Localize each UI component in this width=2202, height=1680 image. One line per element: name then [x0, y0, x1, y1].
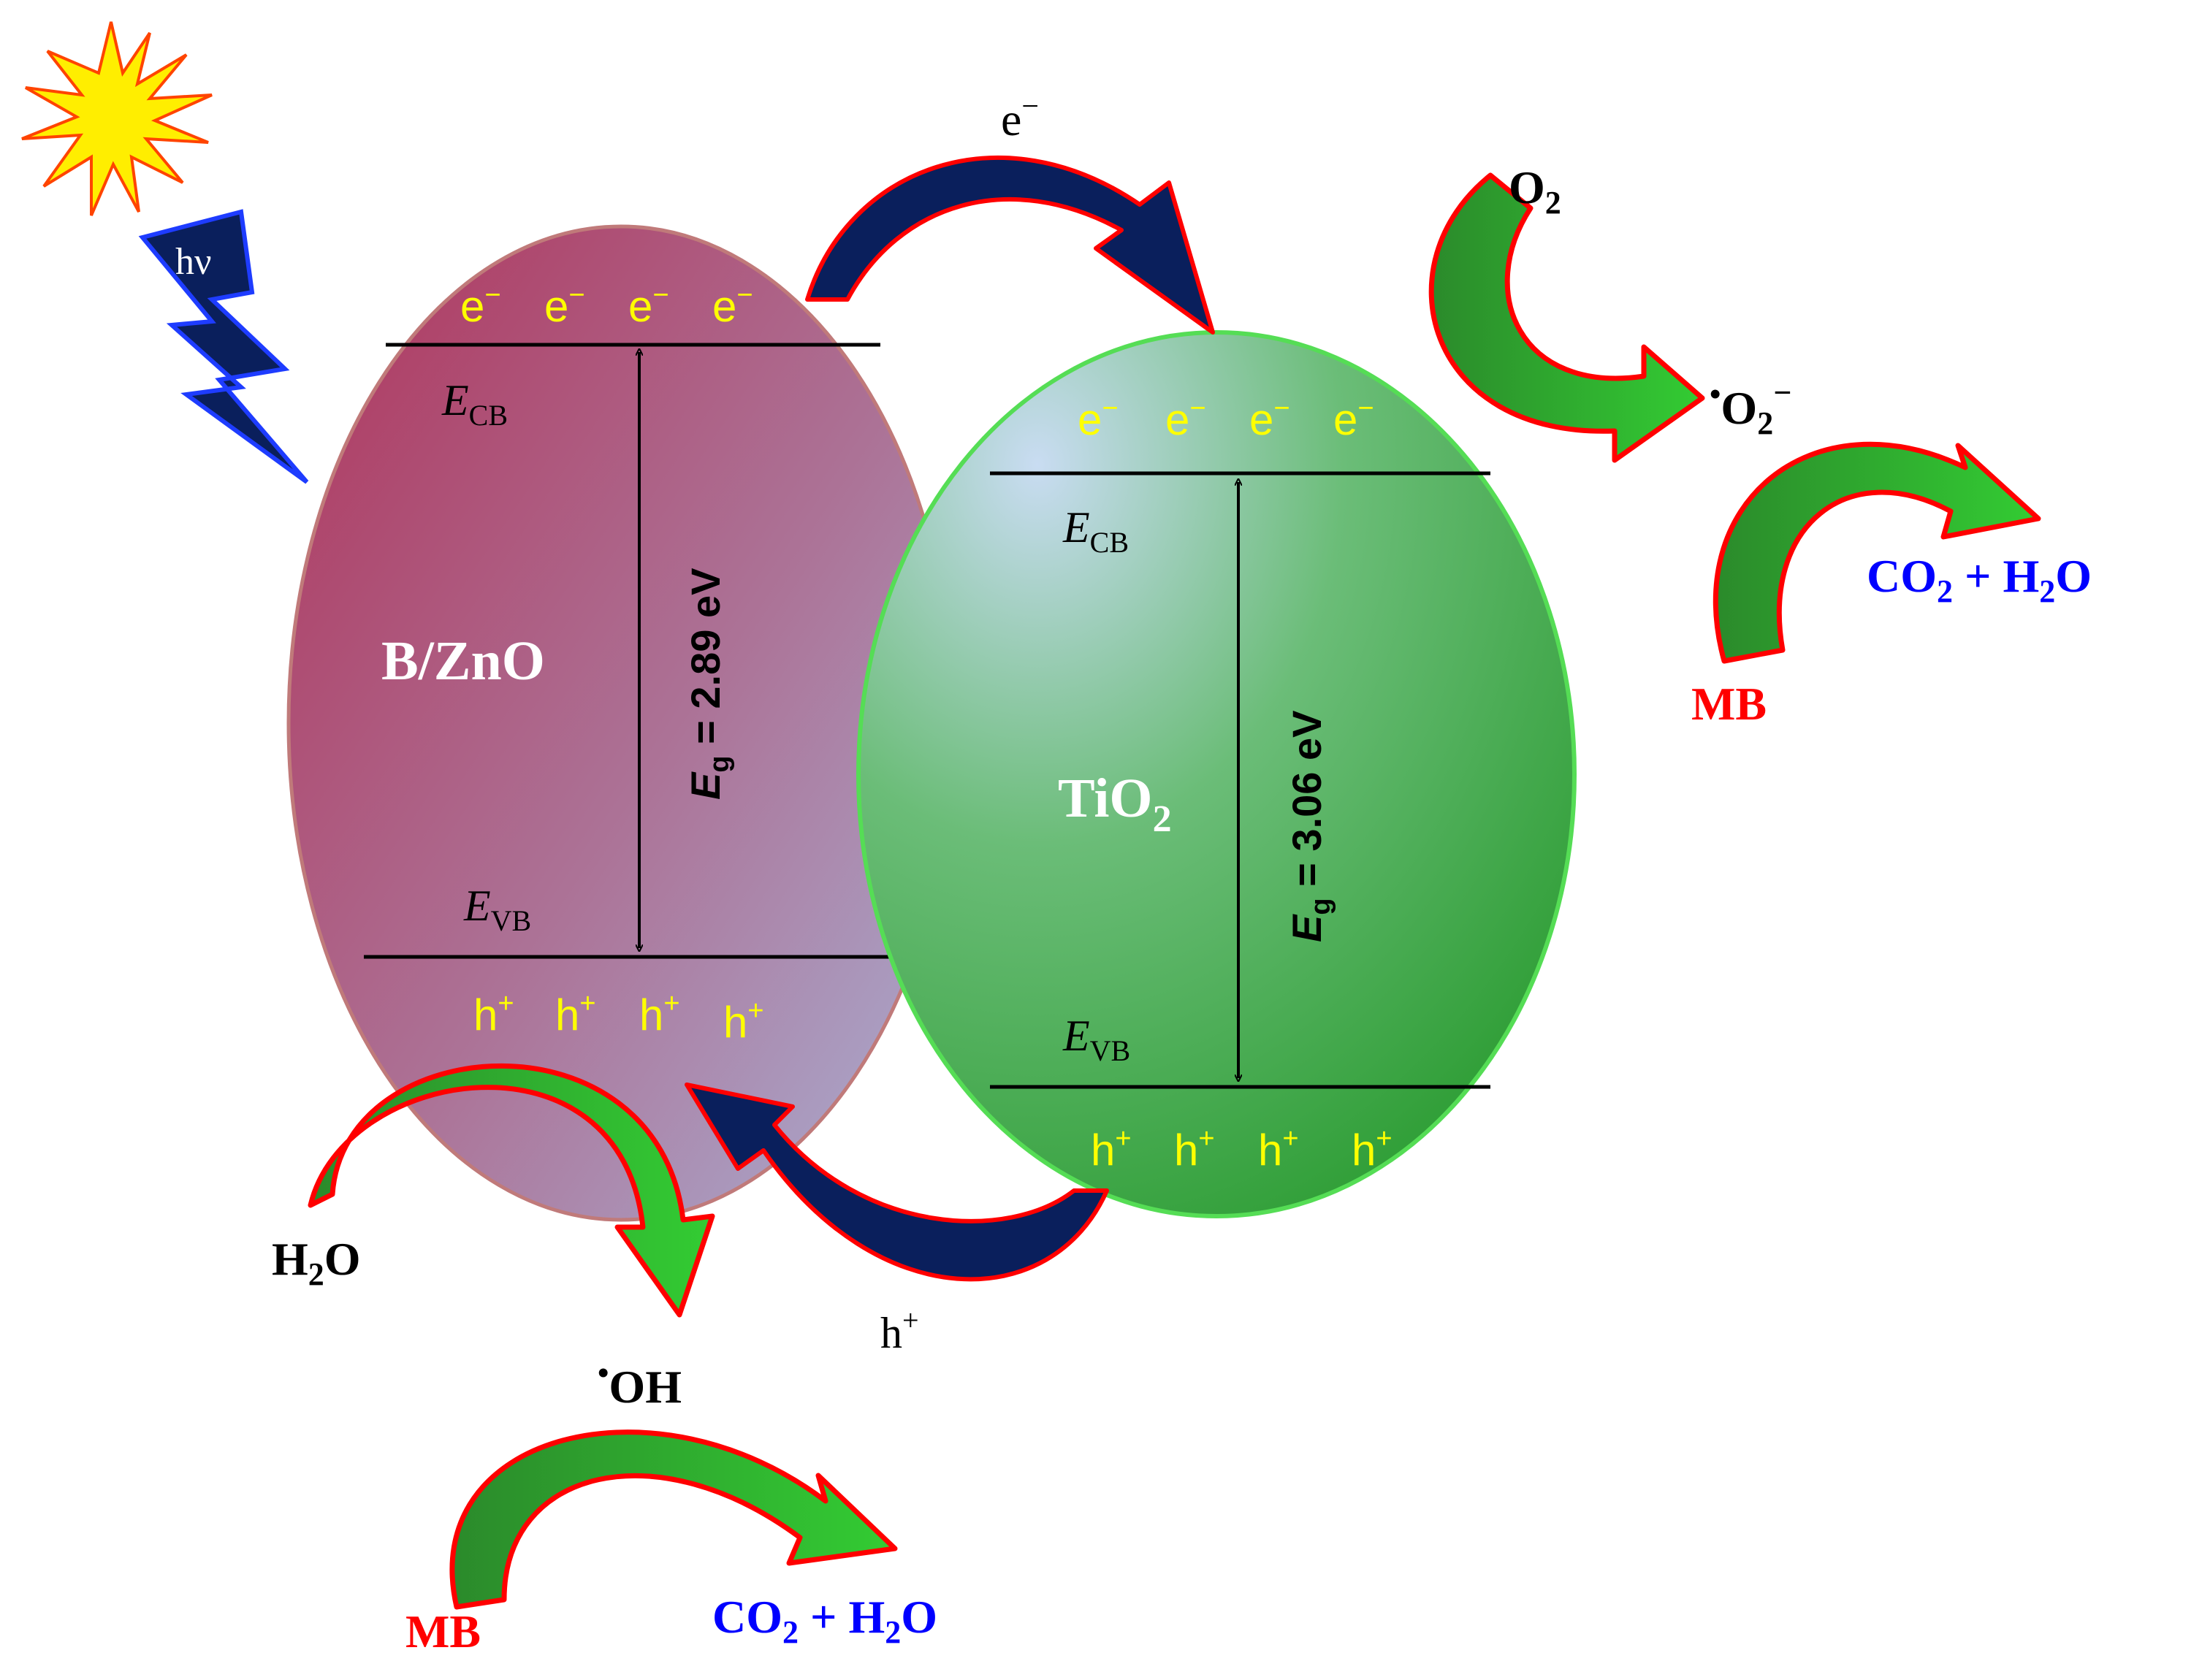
tio2-holes: h+ h+ h+ h+ — [1091, 1123, 1393, 1175]
electron-transfer-arrow — [805, 155, 1215, 335]
mb-label-right: MB — [1691, 678, 1767, 730]
b-zno-particle — [286, 224, 956, 1222]
mb-degradation-arrow-right — [1713, 441, 2041, 664]
tio2-vb-label: EVB — [1062, 1012, 1130, 1067]
tio2-electron-1: e− — [1078, 393, 1119, 444]
b-zno-vb-label: EVB — [463, 882, 531, 937]
b-zno-hole-3: h+ — [639, 988, 680, 1039]
tio2-electrons: e− e− e− e− — [1078, 393, 1374, 444]
tio2-electron-2: e− — [1165, 393, 1206, 444]
b-zno-electron-4: e− — [712, 280, 753, 331]
b-zno-electron-3: e− — [628, 280, 669, 331]
tio2-electron-3: e− — [1249, 393, 1290, 444]
b-zno-hole-4: h+ — [723, 996, 764, 1047]
hole-transfer-label: h+ — [880, 1304, 919, 1357]
b-zno-band-gap: Eg = 2.89 eV — [682, 568, 735, 800]
sun-icon — [21, 21, 213, 216]
electron-transfer-label: e− — [1001, 90, 1039, 145]
lightning-bolt-icon — [138, 209, 309, 484]
hydroxyl-radical-label: •OH — [598, 1355, 682, 1413]
tio2-band-gap: Eg = 3.06 eV — [1284, 711, 1336, 942]
light-label: hν — [175, 241, 212, 283]
tio2-cb-label: ECB — [1062, 503, 1129, 559]
b-zno-holes: h+ h+ h+ h+ — [473, 988, 764, 1047]
b-zno-cb-label: ECB — [441, 376, 508, 432]
b-zno-electrons: e− e− e− e− — [460, 280, 753, 331]
water-label: H2O — [272, 1233, 361, 1292]
tio2-hole-2: h+ — [1174, 1123, 1215, 1175]
tio2-hole-3: h+ — [1258, 1123, 1299, 1175]
tio2-hole-4: h+ — [1352, 1123, 1393, 1175]
tio2-electron-4: e− — [1333, 393, 1374, 444]
oxygen-label: O2 — [1509, 161, 1561, 221]
b-zno-hole-2: h+ — [555, 988, 596, 1039]
mb-label-bottom: MB — [405, 1605, 481, 1657]
b-zno-electron-2: e− — [544, 280, 585, 331]
superoxide-label: •O2− — [1710, 375, 1791, 441]
tio2-particle — [856, 330, 1577, 1218]
b-zno-electron-1: e− — [460, 280, 501, 331]
water-oxidation-arrow — [308, 1064, 715, 1318]
mb-degradation-arrow-bottom — [449, 1429, 898, 1610]
tio2-hole-1: h+ — [1091, 1123, 1132, 1175]
o2-reduction-arrow — [1428, 172, 1705, 463]
products-label-bottom: CO2 + H2O — [712, 1591, 937, 1650]
tio2-label: TiO2 — [1058, 768, 1172, 840]
b-zno-hole-1: h+ — [473, 988, 514, 1039]
hole-transfer-arrow — [685, 1083, 1109, 1282]
products-label-right: CO2 + H2O — [1867, 550, 2092, 609]
b-zno-label: B/ZnO — [381, 630, 545, 692]
